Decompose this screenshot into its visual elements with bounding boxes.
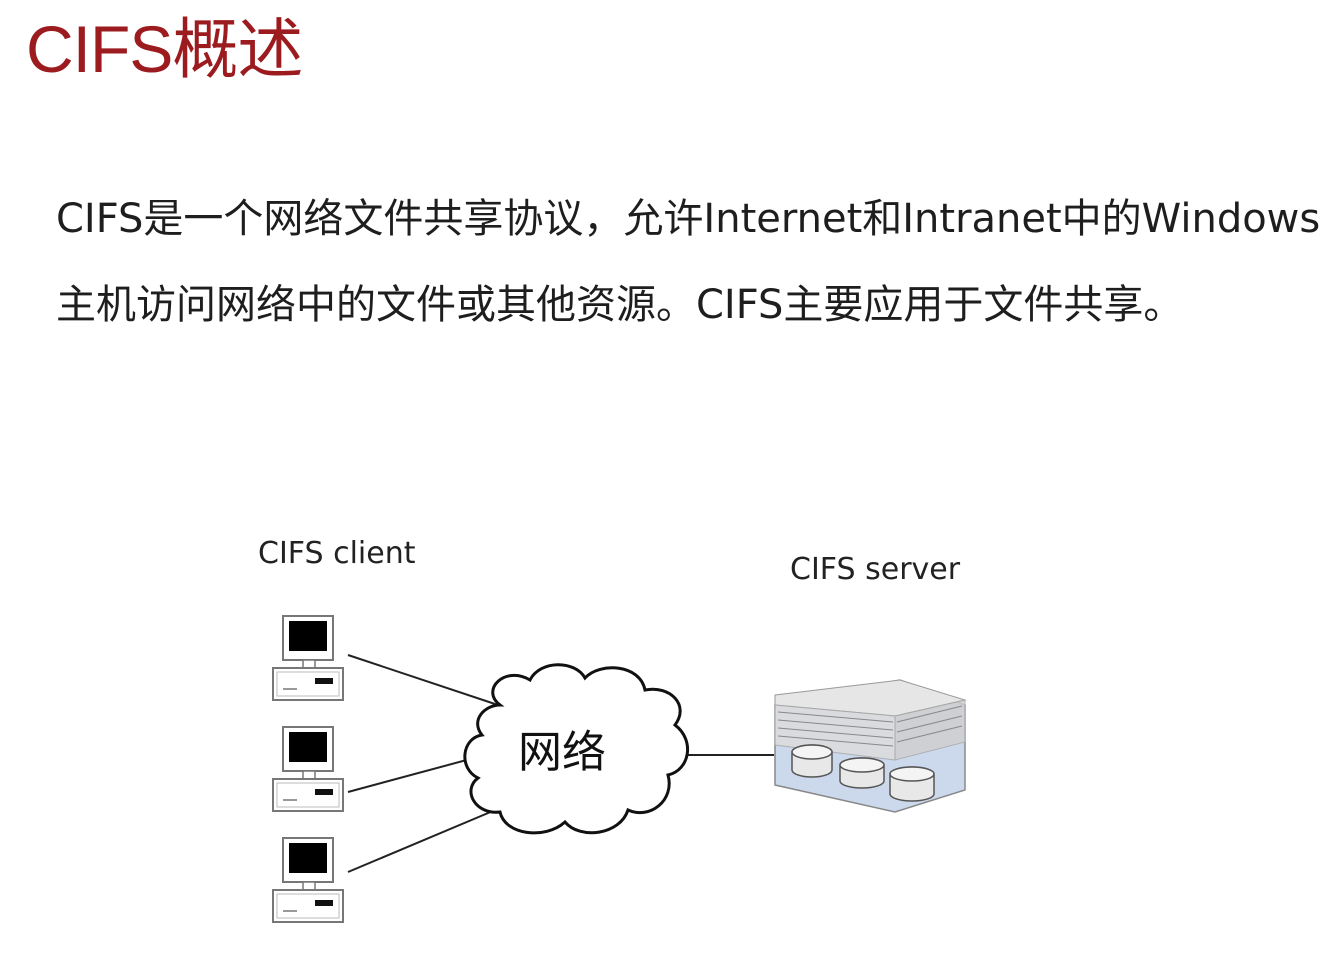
cifs-client-label: CIFS client	[258, 536, 416, 571]
link-client-1	[347, 654, 499, 706]
connection-lines	[347, 654, 774, 873]
network-label: 网络	[518, 727, 606, 778]
desktop-computer-icon	[272, 837, 344, 923]
cifs-server-label: CIFS server	[790, 552, 961, 587]
slide-paragraph: CIFS是一个网络文件共享协议，允许Internet和Intranet中的Win…	[56, 196, 1321, 328]
link-client-3	[347, 807, 501, 873]
slide-title: CIFS概述	[26, 12, 303, 86]
storage-server-icon	[774, 679, 967, 813]
link-client-2	[347, 757, 475, 793]
cloud-icon	[463, 663, 690, 835]
desktop-computer-icon	[272, 615, 344, 701]
desktop-computer-icon	[272, 726, 344, 812]
